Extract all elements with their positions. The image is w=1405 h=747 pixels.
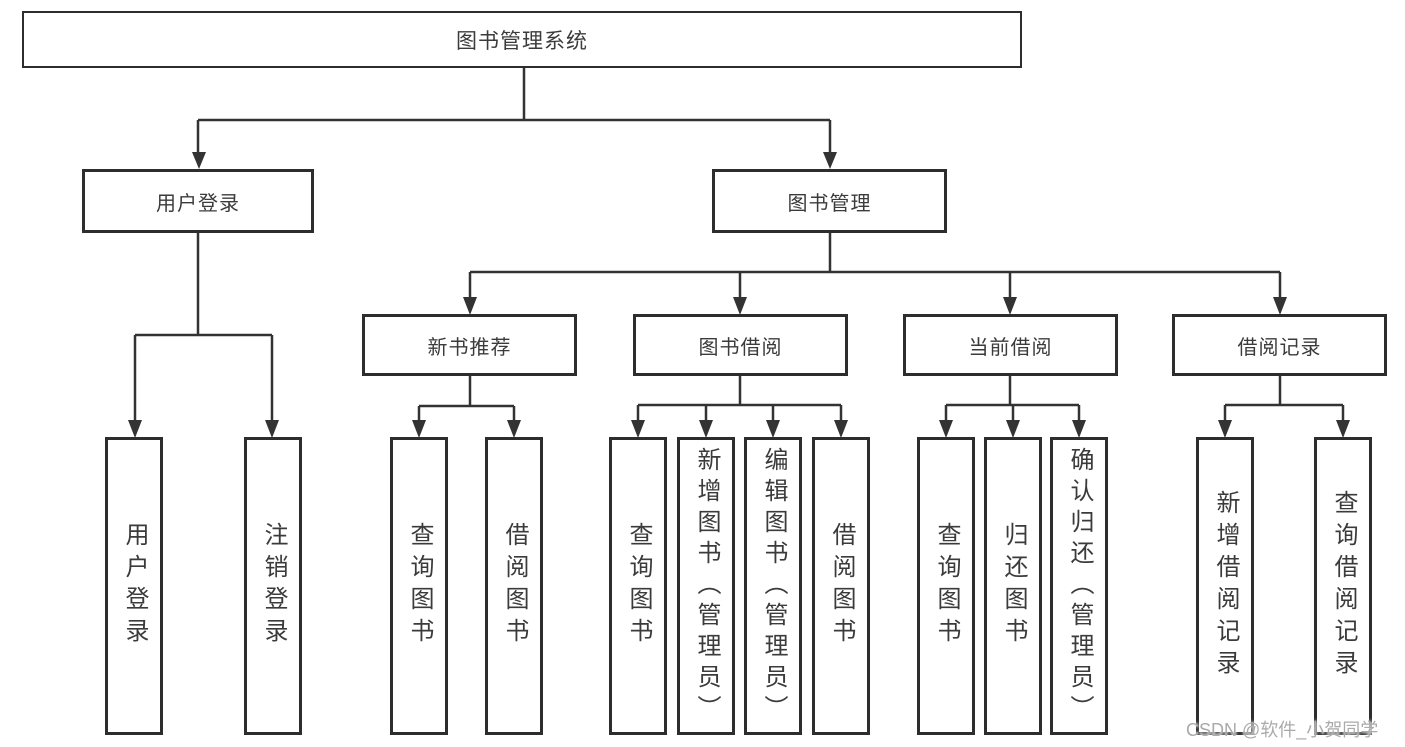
node-user-login: 用户登录 <box>82 169 314 233</box>
node-label: 查询图书 <box>406 522 433 650</box>
leaf-query-book-borrow: 查询图书 <box>609 437 667 735</box>
leaf-logout: 注销登录 <box>244 437 302 735</box>
node-label: 新增图书（管理员） <box>693 446 720 726</box>
leaf-borrow-book-borrow: 借阅图书 <box>812 437 870 735</box>
node-label: 用户登录 <box>121 522 148 650</box>
node-book-borrow: 图书借阅 <box>633 314 848 376</box>
node-book-management: 图书管理 <box>712 169 947 233</box>
node-label: 编辑图书（管理员） <box>760 446 787 726</box>
leaf-add-book-admin: 新增图书（管理员） <box>677 437 735 735</box>
connector-mgmt-to-level2 <box>468 233 1282 299</box>
leaf-return-book: 归还图书 <box>984 437 1042 735</box>
connector-recommend-to-leaves <box>417 376 516 422</box>
leaf-user-login: 用户登录 <box>105 437 163 735</box>
node-label: 归还图书 <box>1000 522 1027 650</box>
arrowheads <box>128 152 1350 438</box>
node-new-book-recommend: 新书推荐 <box>362 314 577 376</box>
node-borrow-records: 借阅记录 <box>1172 314 1387 376</box>
leaf-query-borrow-record: 查询借阅记录 <box>1314 437 1372 735</box>
node-label: 借阅图书 <box>501 522 528 650</box>
leaf-query-book-current: 查询图书 <box>917 437 975 735</box>
node-label: 图书管理 <box>787 192 872 215</box>
node-library-management-system: 图书管理系统 <box>22 11 1022 68</box>
connector-history-to-leaves <box>1223 376 1345 422</box>
leaf-confirm-return-admin: 确认归还（管理员） <box>1050 437 1108 735</box>
node-label: 注销登录 <box>260 522 287 650</box>
node-current-borrow: 当前借阅 <box>903 314 1118 376</box>
node-label: 借阅图书 <box>828 522 855 650</box>
connector-current-to-leaves <box>944 376 1081 422</box>
leaf-edit-book-admin: 编辑图书（管理员） <box>744 437 802 735</box>
connector-borrow-to-leaves <box>636 376 843 422</box>
node-label: 确认归还（管理员） <box>1066 446 1093 726</box>
node-label: 当前借阅 <box>968 336 1053 359</box>
leaf-borrow-book-recommend: 借阅图书 <box>485 437 543 735</box>
leaf-query-book-recommend: 查询图书 <box>390 437 448 735</box>
leaf-add-borrow-record: 新增借阅记录 <box>1196 437 1254 735</box>
node-label: 图书借阅 <box>698 336 783 359</box>
node-label: 新书推荐 <box>427 336 512 359</box>
node-label: 用户登录 <box>156 192 240 215</box>
node-label: 查询图书 <box>625 522 652 650</box>
connector-login-to-leaves <box>133 233 274 422</box>
csdn-watermark: CSDN @软件_小贺同学 <box>1186 720 1379 740</box>
node-label: 图书管理系统 <box>456 29 588 53</box>
node-label: 借阅记录 <box>1237 336 1322 359</box>
node-label: 查询图书 <box>933 522 960 650</box>
connector-root-to-level1 <box>196 68 832 153</box>
node-label: 新增借阅记录 <box>1212 490 1239 682</box>
node-label: 查询借阅记录 <box>1330 490 1357 682</box>
